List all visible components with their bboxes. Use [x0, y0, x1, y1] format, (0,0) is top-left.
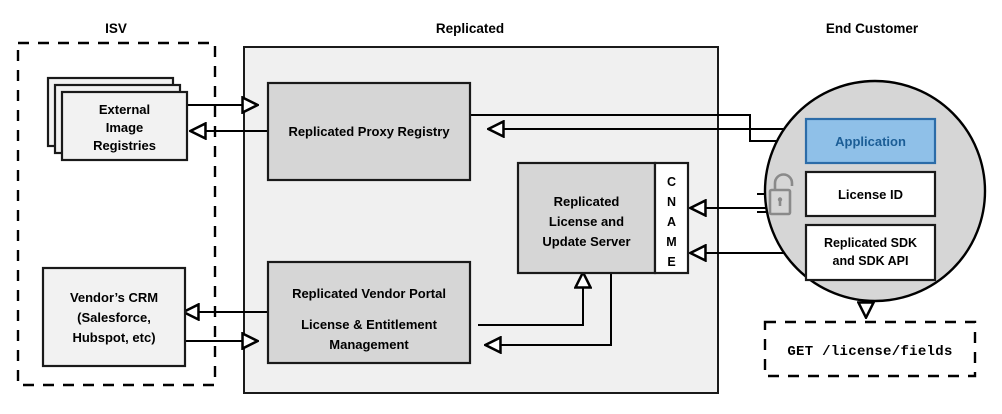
- replicated-vendor-portal-box: Replicated Vendor Portal License & Entit…: [266, 260, 472, 365]
- registries-label-line1: External: [99, 102, 150, 117]
- api-call-label: GET /license/fields: [787, 344, 952, 360]
- cname-letter-e: E: [667, 255, 675, 269]
- license-id-rect: [804, 170, 937, 218]
- sdk-line1: Replicated SDK: [824, 236, 917, 250]
- vendor-crm-line1: Vendor’s CRM: [70, 290, 158, 305]
- cname-letter-c: C: [667, 175, 676, 189]
- edge-server-to-vendorportal: [485, 272, 612, 345]
- license-server-line2: License and: [549, 214, 624, 229]
- vendor-portal-line3: Management: [329, 337, 409, 352]
- zone-title-replicated: Replicated: [436, 21, 504, 36]
- replicated-sdk-box: Replicated SDK and SDK API: [804, 223, 937, 282]
- api-call-boundary: [763, 320, 977, 378]
- vendor-crm-line3: Hubspot, etc): [72, 330, 155, 345]
- application-label: Application: [835, 134, 906, 149]
- vendor-portal-line1: Replicated Vendor Portal: [292, 286, 446, 301]
- isv-zone-boundary: [16, 41, 217, 387]
- application-box: Application: [804, 117, 937, 165]
- license-server-line3: Update Server: [542, 234, 630, 249]
- vendor-crm-rect: [41, 266, 187, 368]
- license-id-label: License ID: [838, 187, 903, 202]
- external-image-registries-stack: External Image Registries: [46, 76, 189, 162]
- cname-strip: C N A M E: [653, 161, 690, 275]
- registries-label-line2: Image: [106, 120, 144, 135]
- application-rect: [804, 117, 937, 165]
- proxy-registry-label: Replicated Proxy Registry: [288, 124, 450, 139]
- unlocked-padlock-icon: [768, 173, 794, 216]
- zone-title-isv: ISV: [105, 21, 127, 36]
- replicated-proxy-registry-box: Replicated Proxy Registry: [266, 81, 472, 182]
- vendor-portal-rect: [266, 260, 472, 365]
- edge-vendorportal-to-server: [478, 272, 583, 326]
- vendor-portal-line2: License & Entitlement: [301, 317, 437, 332]
- api-call-box: GET /license/fields: [763, 320, 977, 378]
- proxy-registry-rect: [266, 81, 472, 182]
- cname-letter-m: M: [666, 235, 676, 249]
- license-id-box: License ID: [804, 170, 937, 218]
- registry-stack-front: [60, 90, 189, 162]
- cname-letter-n: N: [667, 195, 676, 209]
- license-server-line1: Replicated: [554, 194, 620, 209]
- license-update-server-rect: [516, 161, 657, 275]
- vendor-crm-box: Vendor’s CRM (Salesforce, Hubspot, etc): [41, 266, 187, 368]
- cname-rect: [653, 161, 690, 275]
- replicated-license-update-server-box: Replicated License and Update Server: [516, 161, 657, 275]
- cname-letter-a: A: [667, 215, 676, 229]
- zone-title-end-customer: End Customer: [826, 21, 919, 36]
- registries-label-line3: Registries: [93, 138, 156, 153]
- sdk-rect: [804, 223, 937, 282]
- vendor-crm-line2: (Salesforce,: [77, 310, 151, 325]
- sdk-line2: and SDK API: [833, 254, 909, 268]
